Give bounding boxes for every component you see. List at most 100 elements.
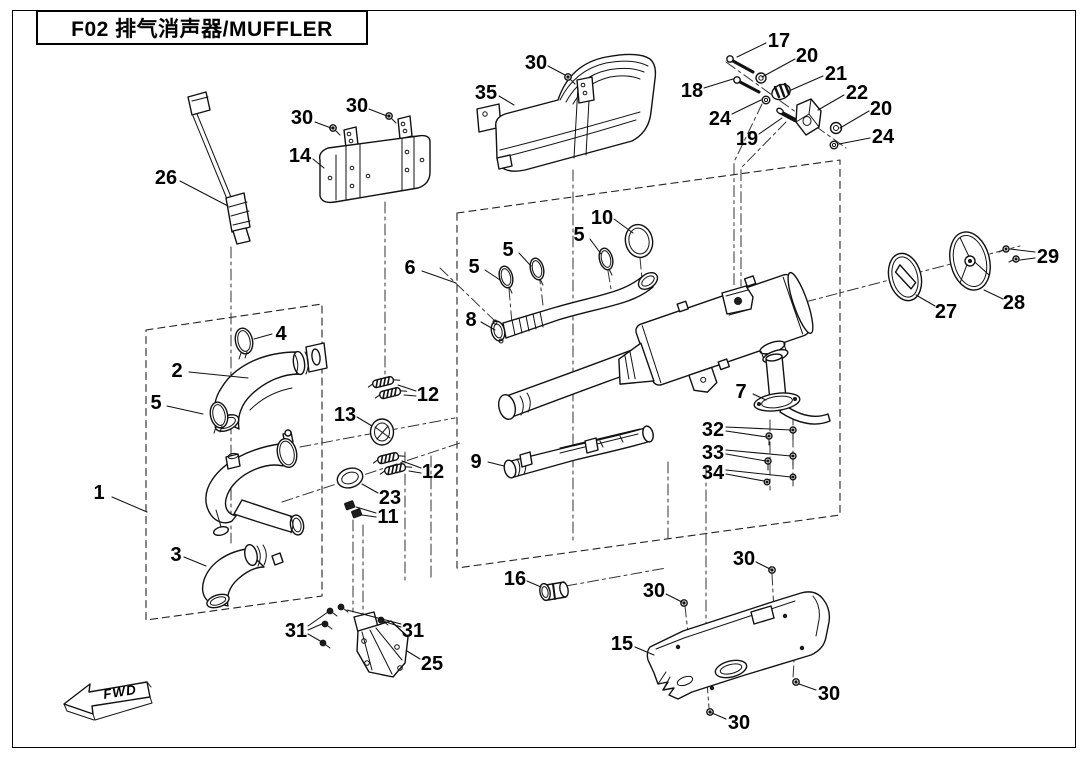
leader-line xyxy=(518,252,532,267)
leader-line xyxy=(397,384,417,392)
part-number-label: 1 xyxy=(93,482,104,504)
leader-line xyxy=(755,561,771,570)
part-number-label: 31 xyxy=(285,620,307,642)
leader-line xyxy=(307,611,329,627)
part-number-label: 24 xyxy=(872,126,895,148)
heat-shield-lower xyxy=(646,591,831,700)
leader-line xyxy=(725,430,768,438)
title-box: F02 排气消声器/MUFFLER xyxy=(36,10,368,45)
part-number-label: 5 xyxy=(468,256,479,278)
leader-line xyxy=(382,620,402,628)
leader-line xyxy=(665,593,683,603)
leader-line xyxy=(487,461,505,467)
leader-line xyxy=(307,622,325,631)
leader-line xyxy=(166,405,204,415)
part-number-label: 5 xyxy=(573,224,584,246)
heat-shield-upper xyxy=(318,115,431,204)
leader-line xyxy=(725,469,792,478)
leader-line xyxy=(498,95,515,106)
part-number-label: 30 xyxy=(525,52,547,74)
front-pipe-upper xyxy=(213,342,328,432)
part-number-label: 34 xyxy=(702,462,725,484)
leader-line xyxy=(421,270,457,284)
leader-line xyxy=(838,137,871,145)
part-number-label: 32 xyxy=(702,419,724,441)
part-number-label: 15 xyxy=(611,633,633,655)
part-number-label: 10 xyxy=(591,207,613,229)
part-number-label: 24 xyxy=(709,108,732,130)
clamp-5-mid-3 xyxy=(598,247,614,276)
leader-line xyxy=(790,75,824,91)
part-number-label: 18 xyxy=(681,80,703,102)
clamp-5-mid-1 xyxy=(498,265,514,294)
part-number-label: 20 xyxy=(870,98,892,120)
leader-line xyxy=(355,506,377,514)
part-number-label: 35 xyxy=(475,82,497,104)
tail-pipe-7 xyxy=(753,353,831,425)
part-number-label: 16 xyxy=(504,568,526,590)
part-number-label: 11 xyxy=(377,506,398,528)
part-number-label: 30 xyxy=(728,712,750,734)
part-number-label: 30 xyxy=(346,95,368,117)
gasket-13 xyxy=(369,418,395,446)
fwd-label: FWD xyxy=(102,682,138,702)
clamp-5-front xyxy=(209,401,229,434)
bushing-16 xyxy=(539,581,569,602)
part-number-label: 6 xyxy=(404,257,415,279)
leader-line xyxy=(408,470,422,474)
part-number-label: 5 xyxy=(150,392,161,414)
leader-line xyxy=(725,453,767,462)
gasket-10 xyxy=(624,223,654,259)
leader-line xyxy=(356,416,373,427)
screws-29 xyxy=(998,245,1020,263)
page-title: F02 排气消声器/MUFFLER xyxy=(71,17,333,41)
front-pipe-lower xyxy=(201,543,284,609)
leader-line xyxy=(401,460,422,469)
oxygen-sensor xyxy=(187,91,251,245)
part-number-label: 20 xyxy=(796,45,818,67)
leader-line xyxy=(915,294,936,307)
part-number-label: 30 xyxy=(818,683,840,705)
leader-line xyxy=(526,580,542,588)
leader-line xyxy=(761,58,796,78)
part-number-label: 23 xyxy=(379,487,401,509)
leader-line xyxy=(589,238,602,255)
diagram-border xyxy=(12,10,1076,748)
clamp-5-mid-2 xyxy=(529,257,545,286)
leader-line xyxy=(736,42,767,58)
fwd-arrow: FWD xyxy=(63,681,153,721)
leader-line xyxy=(179,180,229,207)
leader-line xyxy=(361,483,379,494)
part-number-label: 13 xyxy=(334,404,356,426)
leader-line xyxy=(406,650,421,660)
part-number-label: 30 xyxy=(291,107,313,129)
muffler-inlet-pipe xyxy=(497,346,649,420)
part-number-label: 26 xyxy=(155,167,177,189)
part-callouts: 1234555567891011121213141516171819202021… xyxy=(93,30,1059,734)
leader-line xyxy=(111,496,148,513)
leader-line xyxy=(798,683,817,691)
leader-line xyxy=(752,393,767,401)
bolts-30 xyxy=(329,73,800,716)
leader-line xyxy=(839,110,870,129)
part-number-label: 2 xyxy=(171,360,182,382)
leader-line xyxy=(758,117,783,135)
y-pipe-assembly xyxy=(205,429,305,537)
leader-line xyxy=(725,473,765,482)
leader-line xyxy=(547,65,566,76)
leader-line xyxy=(307,633,323,643)
leader-line xyxy=(361,514,377,518)
part-number-label: 19 xyxy=(736,128,758,150)
leader-line xyxy=(253,333,273,340)
mid-pipe-8 xyxy=(490,271,659,344)
fasteners-32-33-34 xyxy=(763,426,797,486)
part-number-label: 12 xyxy=(422,461,444,483)
gasket-23 xyxy=(336,467,364,489)
part-number-label: 30 xyxy=(643,580,665,602)
leader-line xyxy=(725,426,792,431)
leader-line xyxy=(484,269,501,281)
leader-line xyxy=(183,556,207,567)
part-number-label: 22 xyxy=(846,82,868,104)
leader-line xyxy=(314,121,332,129)
leader-line xyxy=(403,394,417,397)
